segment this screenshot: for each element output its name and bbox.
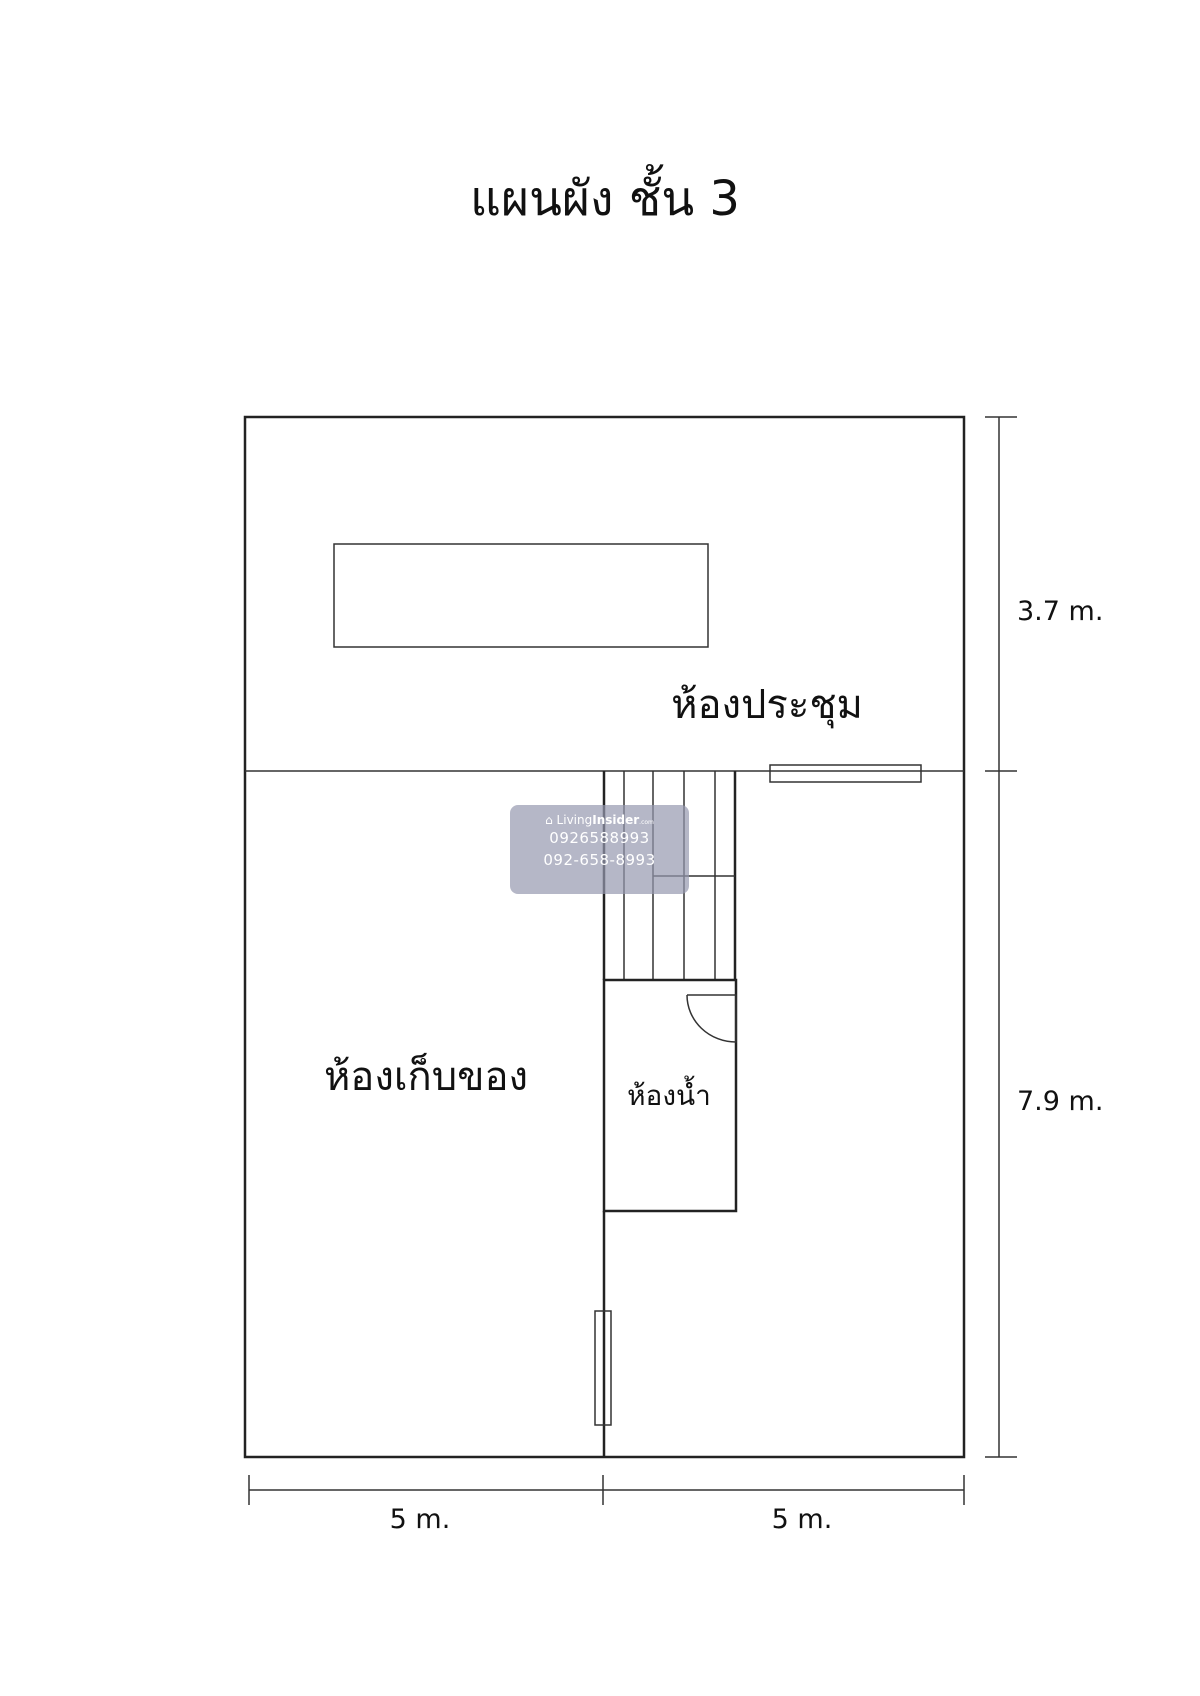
watermark-phone-formatted: 092-658-8993 xyxy=(543,851,656,869)
watermark-brand: ⌂ LivingInsider.com xyxy=(545,813,654,827)
room-label-meeting: ห้องประชุม xyxy=(671,682,863,729)
bathroom-walls xyxy=(602,978,738,1213)
house-icon: ⌂ xyxy=(545,813,553,827)
dimension-bottom xyxy=(248,1475,965,1505)
window xyxy=(769,764,922,783)
plan-title: แผนผัง ชั้น 3 xyxy=(470,164,740,227)
watermark: ⌂ LivingInsider.com 0926588993 092-658-8… xyxy=(510,805,689,894)
bathroom-door-swing xyxy=(686,994,737,1043)
door xyxy=(594,1310,612,1426)
dimension-label-right: 5 m. xyxy=(772,1504,833,1535)
room-label-bathroom: ห้องน้ำ xyxy=(627,1075,711,1112)
dimension-label-bottom: 7.9 m. xyxy=(1017,1086,1103,1117)
room-label-storage: ห้องเก็บของ xyxy=(324,1052,528,1100)
dimension-label-top: 3.7 m. xyxy=(1017,596,1103,627)
dimension-label-left: 5 m. xyxy=(390,1504,451,1535)
watermark-phone: 0926588993 xyxy=(549,829,650,847)
dimension-right xyxy=(985,416,1017,1458)
meeting-table xyxy=(333,543,709,648)
